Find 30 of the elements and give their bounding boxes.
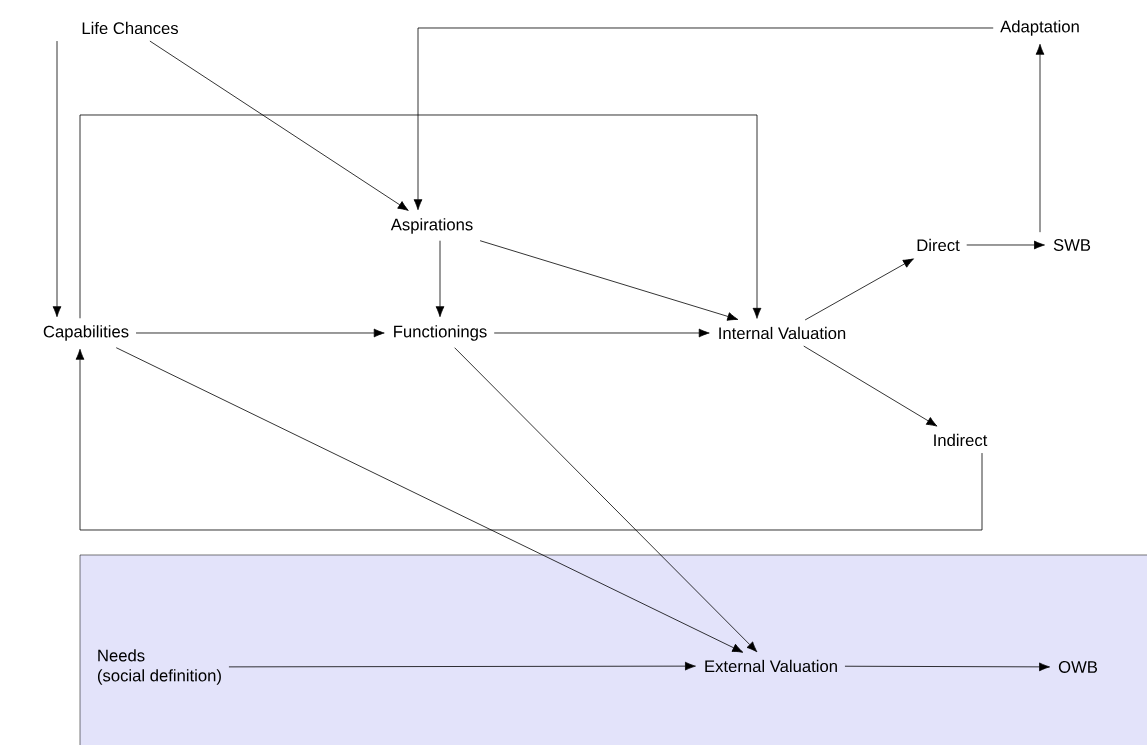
arrow — [479, 240, 739, 321]
node-label: Needs (social definition) — [97, 649, 221, 685]
arrow — [844, 662, 1050, 672]
node-label: Functionings — [394, 325, 487, 341]
arrow — [413, 27, 994, 211]
shaded-band — [79, 554, 1147, 745]
arrow — [966, 240, 1045, 250]
arrow — [803, 345, 938, 427]
arrow — [149, 40, 409, 211]
arrow — [115, 347, 744, 653]
node-label: Internal Valuation — [719, 326, 846, 340]
arrow — [135, 328, 385, 338]
node-label: Indirect — [934, 433, 988, 447]
arrow — [75, 348, 983, 531]
node-label: Aspirations — [390, 218, 473, 234]
node-label: Capabilities — [43, 325, 129, 341]
arrow — [435, 240, 445, 318]
node-label: OWB — [1058, 661, 1098, 673]
node-label: External Valuation — [705, 659, 837, 673]
arrow — [454, 347, 758, 653]
arrow — [79, 114, 762, 319]
node-label: Life Chances — [82, 21, 178, 35]
arrow — [493, 328, 710, 338]
arrow — [1035, 43, 1045, 233]
arrow — [52, 40, 62, 318]
node-label: Direct — [917, 238, 960, 252]
arrow — [228, 661, 696, 671]
node-label: Adaptation — [1000, 20, 1079, 36]
node-label: SWB — [1053, 239, 1091, 251]
arrow — [804, 258, 914, 321]
